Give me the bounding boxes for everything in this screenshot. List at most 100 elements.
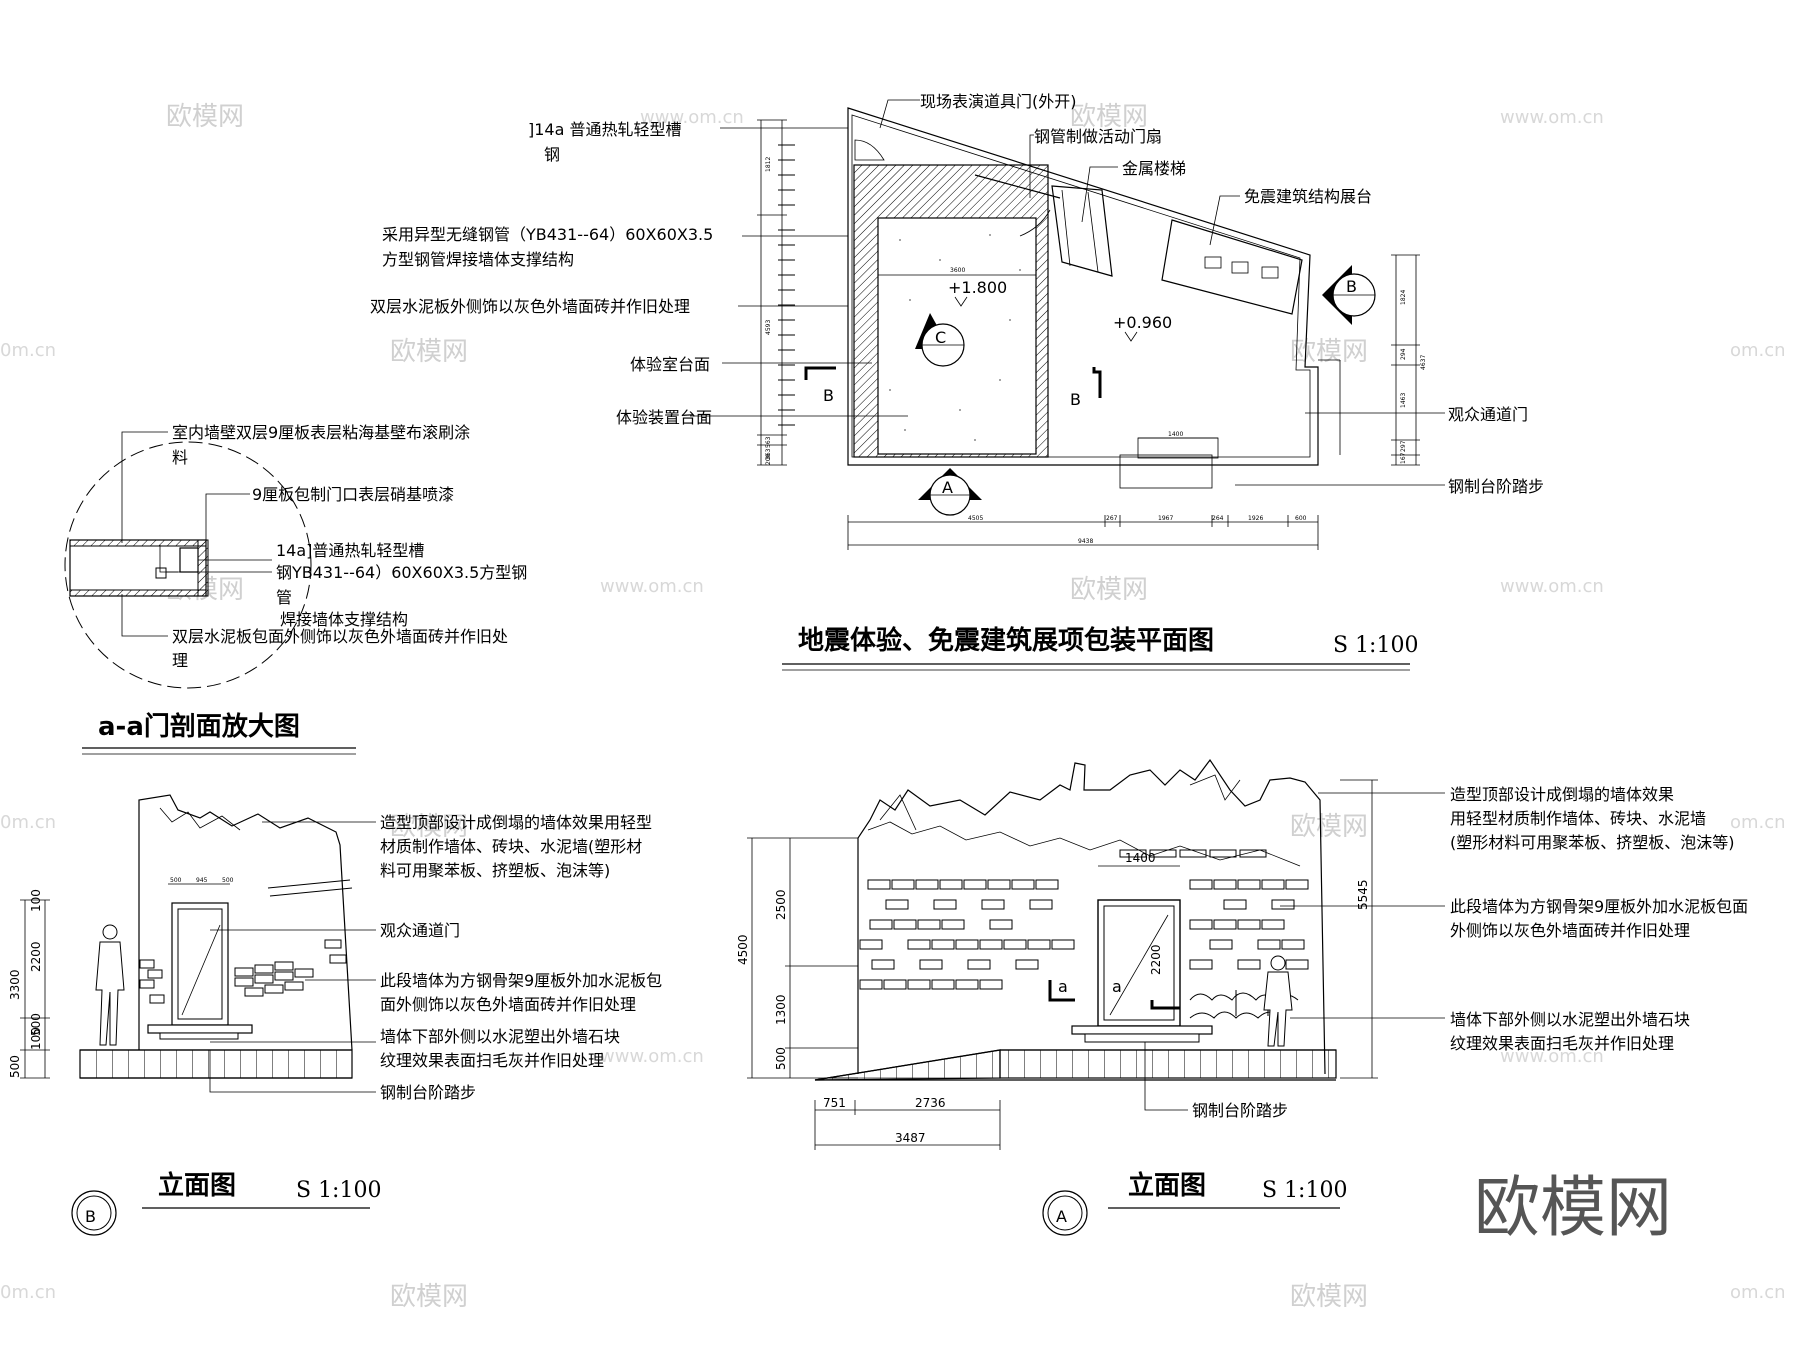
label-collapse-3: (塑形材料可用聚苯板、挤塑板、泡沫等) bbox=[1450, 833, 1735, 852]
watermark-url: om.cn bbox=[1730, 1282, 1786, 1303]
brick bbox=[1261, 919, 1285, 930]
plan-grid-ticks bbox=[778, 144, 795, 426]
door-jamb-board-top bbox=[69, 539, 207, 547]
elevation-a-ramp-fill bbox=[814, 1049, 1001, 1081]
elevation-b-platform bbox=[79, 1049, 353, 1079]
plan-dim-right-total: 4637 bbox=[1420, 355, 1427, 370]
room-dimension: 3600 bbox=[950, 267, 965, 274]
label-base: 墙体下部外侧以水泥塑出外墙石块 bbox=[380, 1027, 620, 1046]
brick bbox=[915, 879, 939, 890]
level-mark-upper bbox=[954, 296, 968, 307]
exhibit-item bbox=[1204, 256, 1222, 269]
brick bbox=[1285, 879, 1309, 890]
label-door-board: 9厘板包制门口表层硝基喷漆 bbox=[252, 485, 454, 504]
plan-dim-bottom: 4505 bbox=[968, 515, 983, 522]
brick bbox=[989, 919, 1013, 930]
plan-dim-bottom: 267 bbox=[1106, 515, 1118, 522]
elevation-b-marker bbox=[71, 1190, 117, 1236]
plan-dim-bottom: 1967 bbox=[1158, 515, 1173, 522]
section-aa-detail: 室内墙壁双层9厘板表层粘海基壁布滚刷涂 料 9厘板包制门口表层硝基喷漆 14a]… bbox=[64, 423, 527, 755]
elevation-b-top-dim: 500 bbox=[170, 877, 182, 884]
plan-dim-total: 9438 bbox=[1078, 538, 1093, 545]
elevation-b-top-dim: 945 bbox=[196, 877, 208, 884]
elevation-b: 3300 2200 100 500 100 500 500 945 500 造型… bbox=[8, 794, 662, 1236]
elevation-b-wall-outline bbox=[138, 794, 353, 1051]
label-wall-paint-2: 料 bbox=[172, 448, 188, 467]
plan-dim-right: 294 bbox=[1400, 348, 1407, 360]
section-aa-title: a-a门剖面放大图 bbox=[98, 711, 300, 742]
section-a-left-label: a bbox=[1058, 977, 1068, 996]
label-steel-pipe-2: 方型钢管焊接墙体支撑结构 bbox=[382, 250, 574, 269]
elevation-b-door-frame bbox=[171, 902, 229, 1026]
label-exp-device-top: 体验装置台面 bbox=[616, 408, 712, 427]
metal-stair bbox=[1051, 185, 1113, 277]
brick bbox=[1027, 939, 1051, 950]
elevation-a-dim-ticks bbox=[747, 837, 858, 1079]
elevation-a-scale: S 1:100 bbox=[1262, 1178, 1347, 1203]
brick bbox=[1213, 879, 1237, 890]
elevation-a-step bbox=[1071, 1025, 1213, 1035]
plan-dim-bottom: 600 bbox=[1295, 515, 1307, 522]
watermark-logo: 欧模网 bbox=[1070, 575, 1148, 605]
watermark-logo: 欧模网 bbox=[166, 102, 244, 132]
elevation-b-scale: S 1:100 bbox=[296, 1178, 381, 1203]
brick bbox=[933, 899, 957, 910]
elevation-b-annotations: 造型顶部设计成倒塌的墙体效果用轻型 材质制作墙体、砖块、水泥墙(塑形材 料可用聚… bbox=[209, 813, 662, 1102]
brick bbox=[867, 879, 891, 890]
brick bbox=[859, 939, 883, 950]
elevation-a-title: 立面图 bbox=[1128, 1170, 1206, 1201]
plan-view: 3600 +1.800 +0.960 C 1400 B B bbox=[370, 92, 1544, 671]
brick bbox=[939, 879, 963, 890]
label-pipe-2: 管 bbox=[276, 588, 292, 607]
plan-inner-outline bbox=[851, 114, 1311, 458]
brick bbox=[883, 979, 907, 990]
plan-dim-left: 363 bbox=[765, 448, 772, 460]
level-mark-lower bbox=[1124, 331, 1138, 342]
brick bbox=[931, 979, 955, 990]
watermark-logo: 欧模网 bbox=[1070, 102, 1148, 132]
brick bbox=[1285, 959, 1309, 970]
brand-watermark: 欧模网 bbox=[1474, 1169, 1672, 1246]
watermarks: 欧模网 欧模网 欧模网 欧模网 欧模网 欧模网 欧模网 欧模网 欧模网 欧模网 … bbox=[0, 102, 1786, 1312]
plan-dim-bottom-ticks bbox=[847, 515, 1319, 550]
elevation-a-debris bbox=[879, 794, 917, 831]
brick bbox=[979, 979, 1003, 990]
label-steps: 钢制台阶踏步 bbox=[1192, 1101, 1288, 1120]
elevation-b-door-swing bbox=[181, 924, 221, 1016]
elevation-a-scale-figure bbox=[1263, 955, 1293, 1047]
elevation-a-dim-bottom: 2736 bbox=[915, 1096, 946, 1110]
brick bbox=[917, 919, 941, 930]
plan-dim-left: 1812 bbox=[765, 157, 772, 172]
elevation-b-dim: 2200 bbox=[29, 941, 43, 972]
plan-dim-left: 200 bbox=[765, 453, 772, 465]
watermark-url: www.om.cn bbox=[640, 107, 744, 128]
level-lower: +0.960 bbox=[1113, 313, 1172, 332]
section-b-right-label: B bbox=[1070, 390, 1081, 409]
watermark-url: www.om.cn bbox=[1500, 576, 1604, 597]
watermark-url: www.om.cn bbox=[1500, 1046, 1604, 1067]
elevation-a: 1400 2200 a a 4500 25 bbox=[736, 758, 1748, 1236]
brick bbox=[987, 879, 1011, 890]
door-jamb-end bbox=[197, 539, 209, 597]
prop-door-swing bbox=[854, 139, 885, 161]
elevation-b-dim: 3300 bbox=[8, 969, 22, 1000]
label-metal-stair: 金属楼梯 bbox=[1122, 159, 1186, 178]
label-wall-paint: 室内墙壁双层9厘板表层粘海基壁布滚刷涂 bbox=[172, 423, 470, 442]
label-audience-door: 观众通道门 bbox=[380, 921, 460, 940]
brick bbox=[941, 919, 965, 930]
label-pipe-3: 焊接墙体支撑结构 bbox=[280, 610, 408, 629]
label-base-2: 纹理效果表面扫毛灰并作旧处理 bbox=[380, 1051, 604, 1070]
section-b-left-label: B bbox=[823, 386, 834, 405]
brick bbox=[963, 879, 987, 890]
plan-dim-right: 1824 bbox=[1400, 290, 1407, 305]
label-cement-board: 双层水泥板外侧饰以灰色外墙面砖并作旧处理 bbox=[370, 297, 690, 316]
brick bbox=[1189, 879, 1213, 890]
brick bbox=[907, 979, 931, 990]
brick bbox=[1237, 919, 1261, 930]
door-jamb-board-bottom bbox=[69, 589, 207, 597]
watermark-url: www.om.cn bbox=[1500, 107, 1604, 128]
watermark-logo: 欧模网 bbox=[390, 337, 468, 367]
brick bbox=[891, 879, 915, 890]
watermark-url: om.cn bbox=[1730, 812, 1786, 833]
watermark-logo: 欧模网 bbox=[1290, 1282, 1368, 1312]
